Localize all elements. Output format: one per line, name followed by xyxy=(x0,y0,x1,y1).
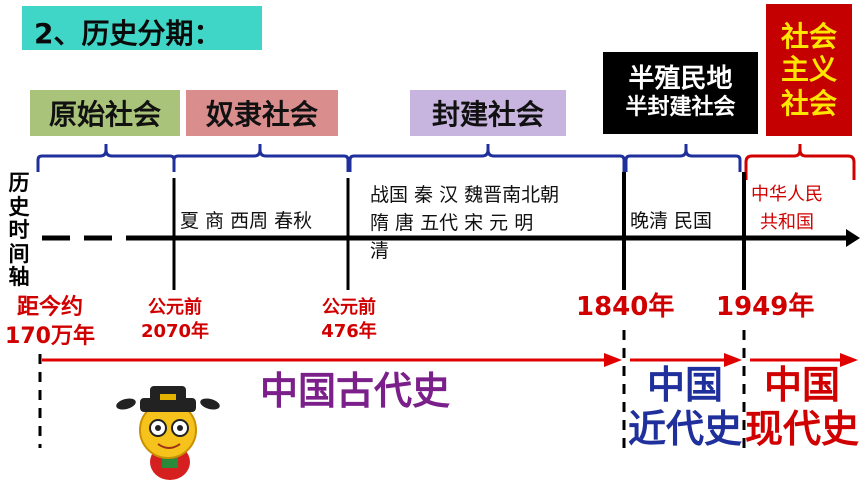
label-ancient-history: 中国古代史 xyxy=(259,369,450,413)
socialist-line1: 社会 xyxy=(780,19,837,53)
axis-arrowhead xyxy=(846,229,860,247)
modern-history-line1: 中国 xyxy=(646,363,723,407)
ancient-arrowhead xyxy=(604,353,622,367)
date-3-line2: 476年 xyxy=(321,321,377,343)
mascot-icon xyxy=(116,386,220,480)
date-1.7m-years-ago: 距今约 170万年 xyxy=(2,294,98,351)
socialist-line2: 主义 xyxy=(780,53,837,87)
prc-line2: 共和国 xyxy=(760,212,814,233)
contemporary-history-line2: 现代史 xyxy=(744,406,859,451)
date-476bc: 公元前 476年 xyxy=(304,296,394,345)
feudal-eras-line2: 隋 唐 五代 宋 元 明 xyxy=(370,212,534,234)
date-1-line2: 170万年 xyxy=(5,323,95,349)
period-primitive-society: 原始社会 xyxy=(30,90,180,136)
date-2-line2: 2070年 xyxy=(140,321,210,343)
brace-semi-colonial xyxy=(624,144,742,172)
date-1-line1: 距今约 xyxy=(16,295,83,320)
period-semi-colonial-society: 半殖民地 半封建社会 xyxy=(603,52,758,134)
semi-colonial-line1: 半殖民地 xyxy=(628,64,733,95)
period-feudal-society: 封建社会 xyxy=(410,90,566,136)
period-slave-society: 奴隶社会 xyxy=(186,90,338,136)
contemporary-history-line1: 中国 xyxy=(763,363,840,407)
brace-socialist xyxy=(744,144,856,180)
period-socialist-society: 社会 主义 社会 xyxy=(766,4,852,136)
brace-feudal xyxy=(348,144,626,172)
feudal-eras-line1: 战国 秦 汉 魏晋南北朝 xyxy=(370,184,560,206)
socialist-line3: 社会 xyxy=(780,86,837,120)
slave-eras: 夏 商 西周 春秋 xyxy=(180,210,313,232)
feudal-eras-line3: 清 xyxy=(370,240,390,262)
brace-slave xyxy=(172,144,350,172)
modern-arrowhead xyxy=(724,353,742,367)
date-1949: 1949年 xyxy=(716,292,815,322)
date-3-line1: 公元前 xyxy=(322,297,376,318)
label-modern-history: 中国 近代史 xyxy=(626,363,744,451)
contemporary-arrowhead xyxy=(840,353,858,367)
date-2070bc: 公元前 2070年 xyxy=(130,296,220,345)
semi-colonial-line2: 半封建社会 xyxy=(625,95,736,121)
date-1840: 1840年 xyxy=(576,292,675,322)
brace-primitive xyxy=(36,144,176,172)
date-2-line1: 公元前 xyxy=(148,297,202,318)
modern-eras: 晚清 民国 xyxy=(630,210,713,232)
section-title: 2、历史分期： xyxy=(34,17,222,50)
prc-line1: 中华人民 xyxy=(751,184,823,205)
title-banner xyxy=(22,6,262,50)
modern-history-line2: 近代史 xyxy=(627,406,742,451)
axis-title: 历史时间轴 xyxy=(8,171,30,290)
label-contemporary-history: 中国 现代史 xyxy=(744,363,860,451)
